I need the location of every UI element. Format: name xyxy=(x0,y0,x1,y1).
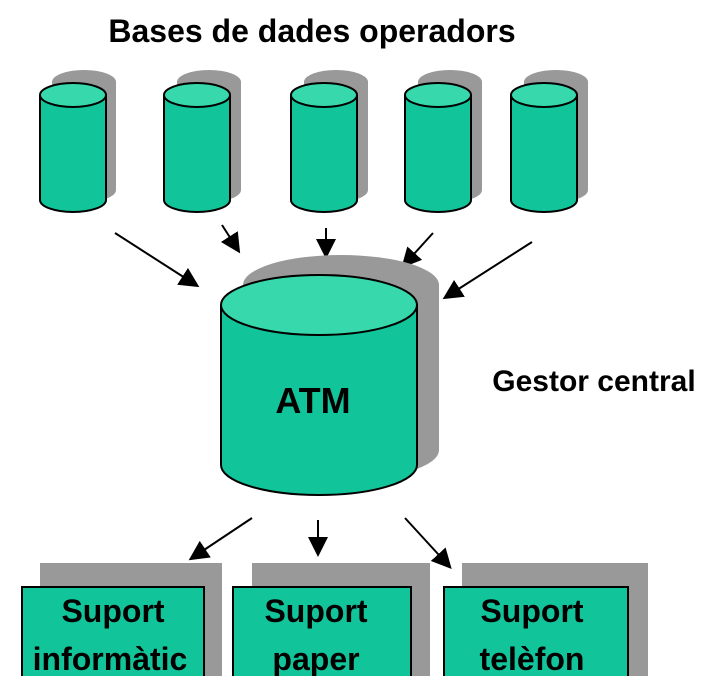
output-telefon-line1: Suport xyxy=(480,593,583,629)
output-telefon-line2: telèfon xyxy=(480,641,585,676)
central-caption: Gestor central xyxy=(492,365,695,398)
diagram-title: Bases de dades operadors xyxy=(108,13,515,49)
arrow-db5-to-central xyxy=(442,241,533,300)
arrow-db2-to-central xyxy=(220,224,241,254)
arrow-central-to-telefon xyxy=(404,517,452,569)
output-paper-line2: paper xyxy=(272,641,359,676)
arrow-central-to-informatic xyxy=(188,517,253,561)
output-box-informatic: Suport informàtic xyxy=(21,563,222,676)
operator-db-5 xyxy=(510,70,588,213)
output-arrows xyxy=(188,517,452,569)
operator-db-4 xyxy=(404,70,482,213)
output-informatic-line2: informàtic xyxy=(33,641,188,676)
arrow-db1-to-central xyxy=(114,232,200,288)
output-box-paper: Suport paper xyxy=(232,563,430,676)
output-informatic-line1: Suport xyxy=(61,593,164,629)
input-arrows xyxy=(114,224,533,300)
output-paper-line1: Suport xyxy=(264,593,367,629)
operator-db-1 xyxy=(39,70,116,213)
operator-db-3 xyxy=(290,70,368,213)
central-atm-cylinder xyxy=(220,255,439,496)
operator-databases xyxy=(39,70,588,213)
central-atm-label: ATM xyxy=(275,380,350,421)
operator-db-2 xyxy=(163,70,241,213)
output-box-telefon: Suport telèfon xyxy=(443,563,648,676)
arrow-db4-to-central xyxy=(401,232,434,268)
